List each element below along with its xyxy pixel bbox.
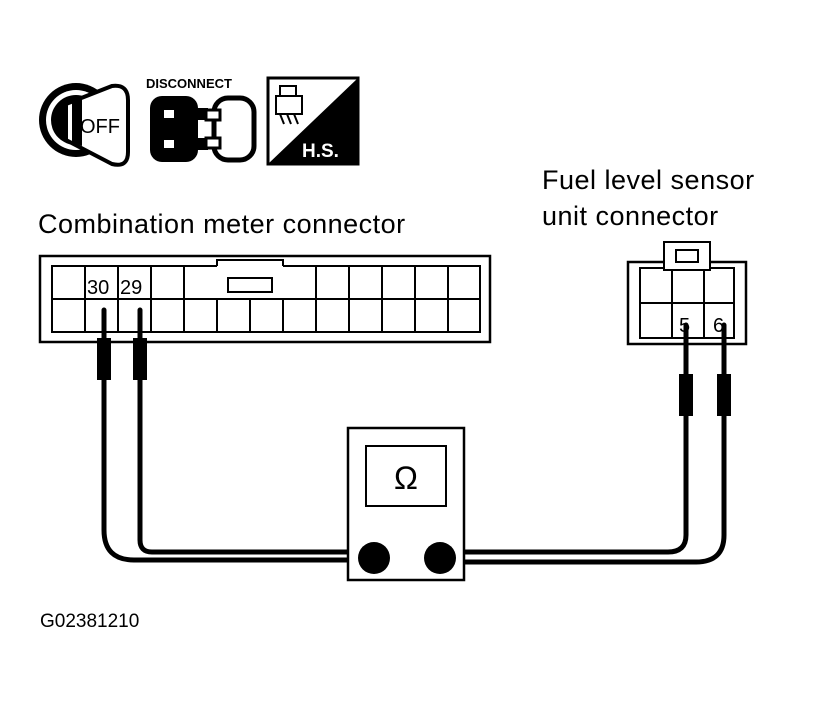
ohmmeter-icon: Ω	[346, 426, 466, 582]
probe-wire-pin-6	[441, 322, 727, 565]
pin-30-label: 30	[87, 277, 109, 299]
disconnect-text: DISCONNECT	[146, 76, 232, 91]
combination-meter-connector-label: Combination meter connector	[38, 209, 406, 239]
ohm-symbol: Ω	[394, 460, 418, 496]
figure-code: G02381210	[40, 611, 139, 632]
connector-disconnect-icon: DISCONNECT	[146, 76, 257, 163]
probe-wire-pin-30	[101, 307, 363, 563]
pin-6-label: 6	[713, 315, 724, 337]
fuel-level-sensor-label-line1: Fuel level sensor	[542, 165, 755, 195]
fuel-level-sensor-label-line2: unit connector	[542, 201, 719, 231]
combination-meter-connector: 30 29	[38, 254, 492, 344]
harness-side-icon: H.S.	[266, 76, 360, 166]
pin-29-label: 29	[120, 277, 142, 299]
probe-wire-pin-5	[441, 322, 689, 555]
probe-tips	[97, 338, 731, 416]
harness-side-text: H.S.	[302, 141, 339, 162]
ignition-off-text: OFF	[80, 116, 120, 138]
probe-wire-pin-29	[137, 307, 363, 555]
ignition-key-icon: OFF	[39, 83, 130, 167]
